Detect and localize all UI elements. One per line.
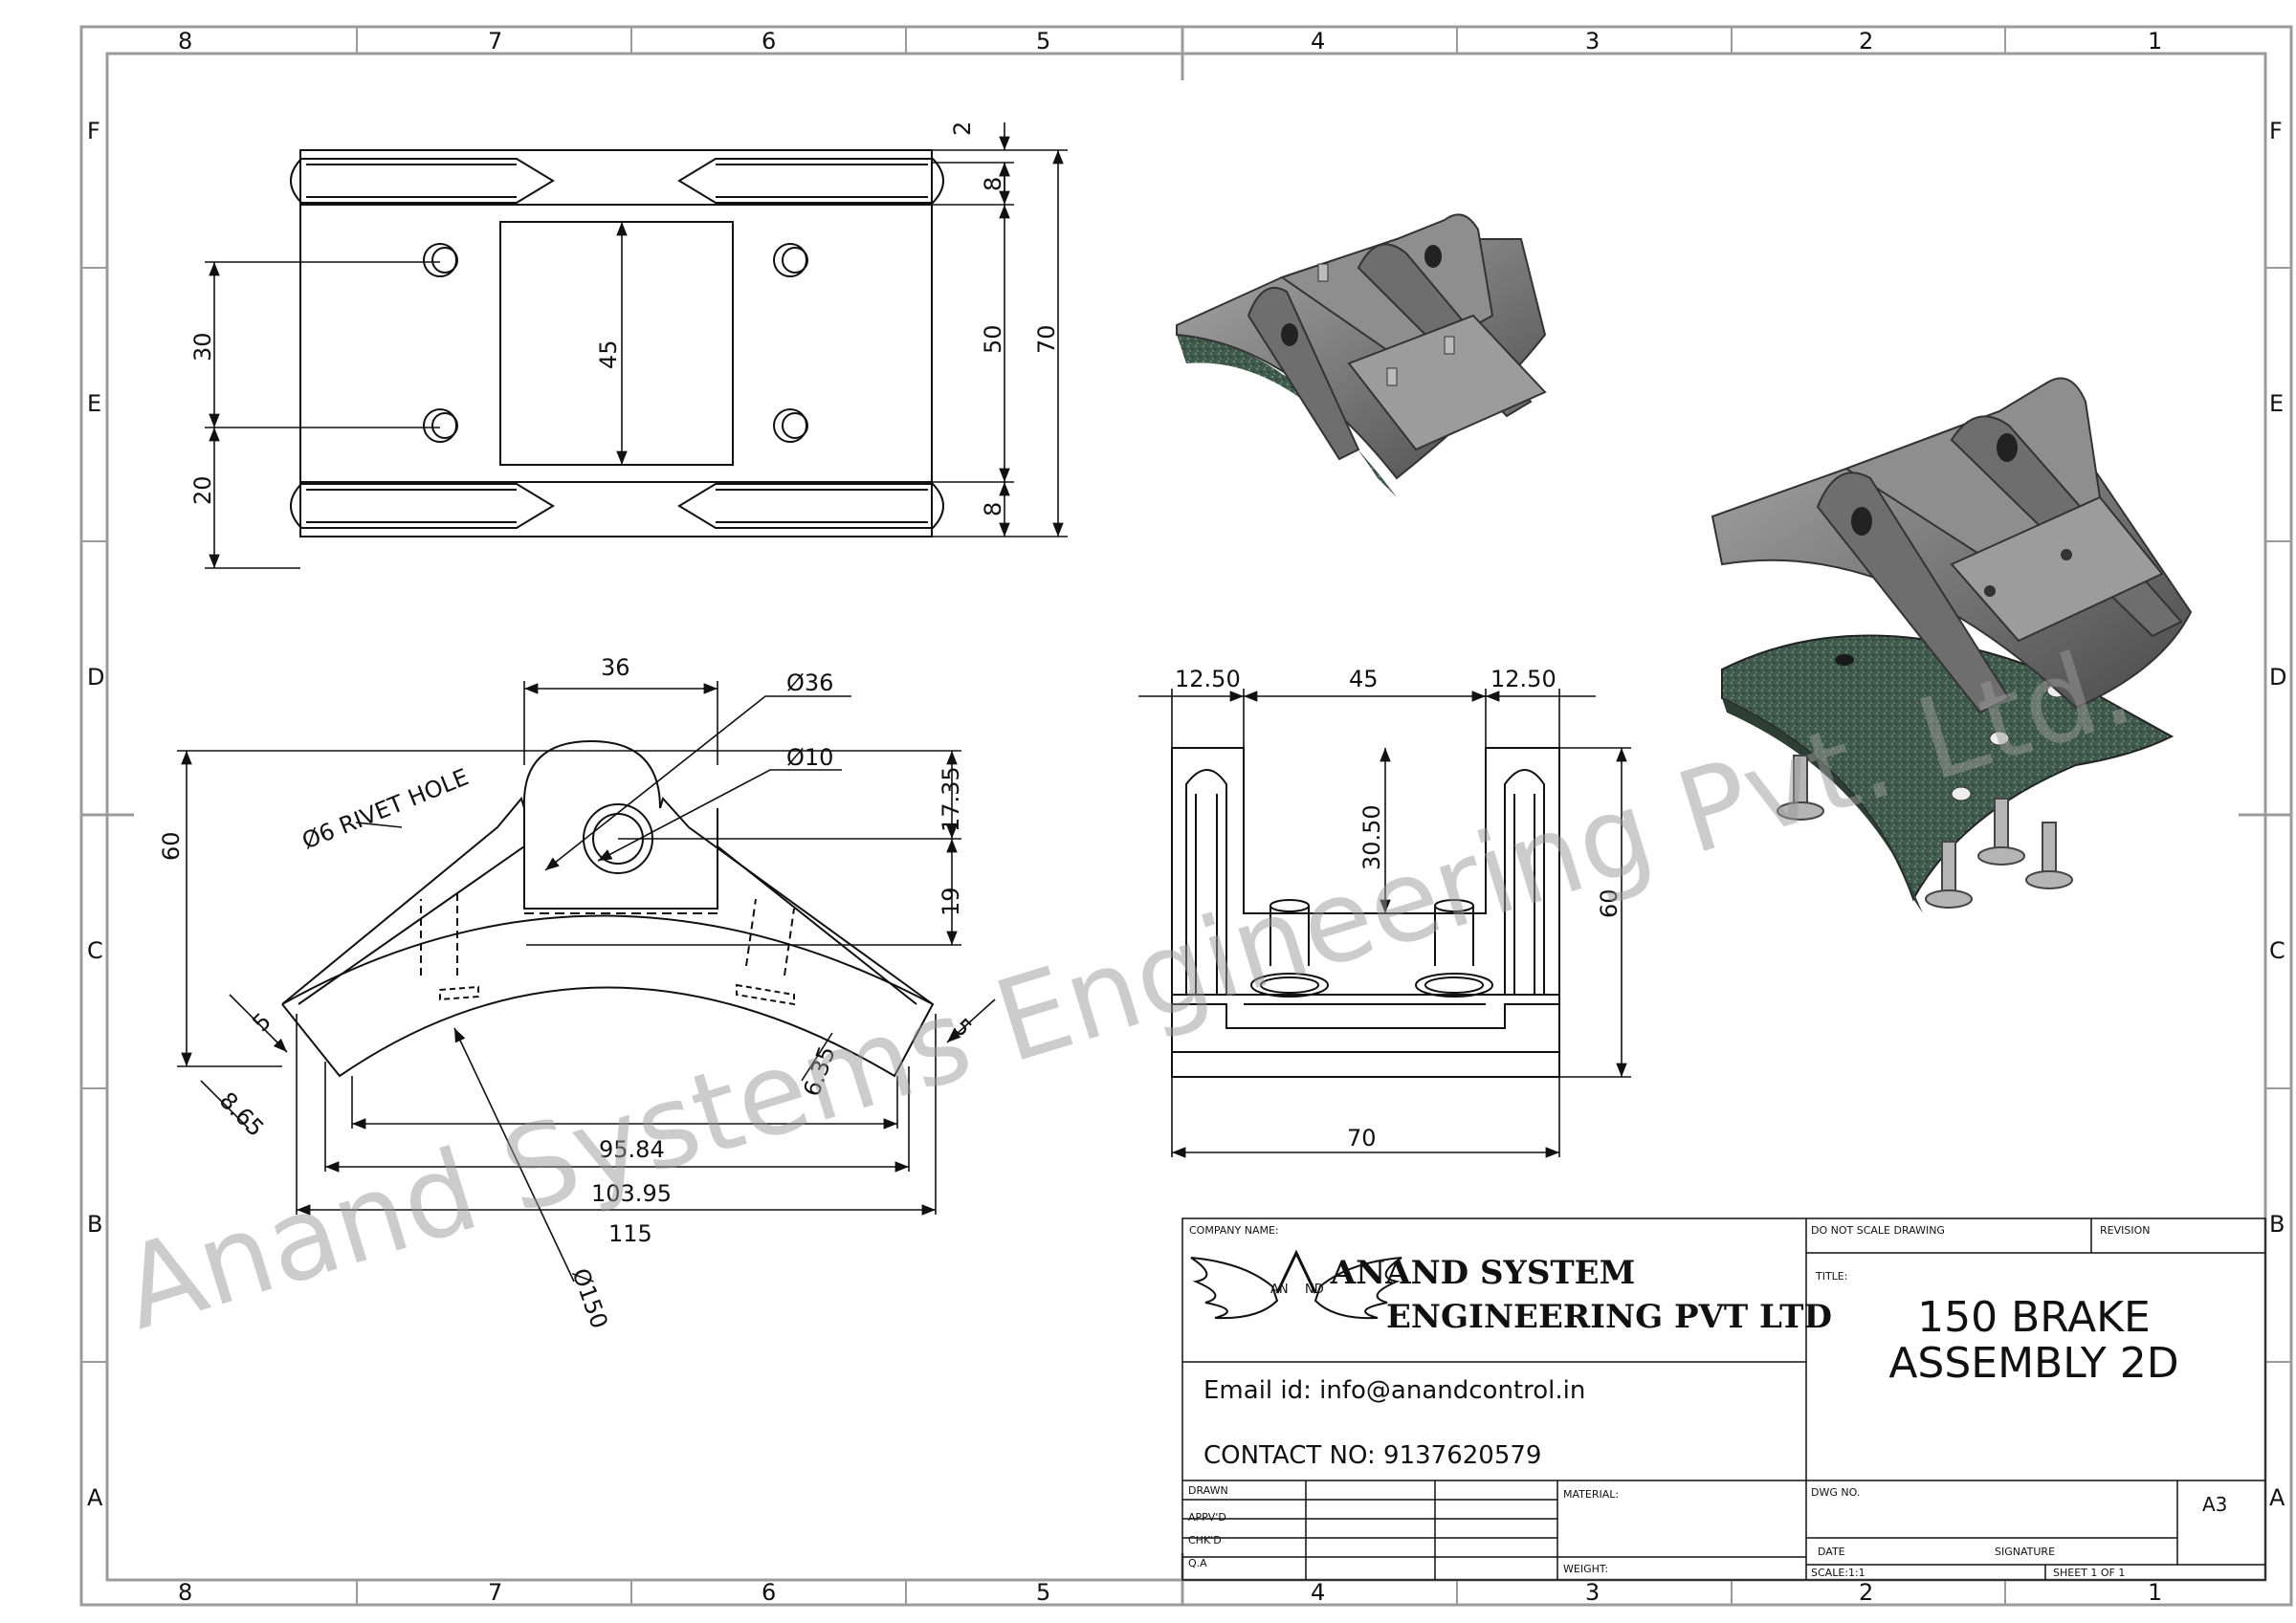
dim-12-50-left: 12.50 (1175, 666, 1241, 692)
front-view (281, 739, 935, 1078)
rivets (1777, 755, 2073, 909)
drawn-label: DRAWN (1188, 1484, 1228, 1497)
logo-left-letters: AN (1270, 1283, 1289, 1297)
dim-30-50: 30.50 (1358, 804, 1385, 870)
logo-right-letters: ND (1305, 1283, 1324, 1297)
dim-20: 20 (189, 475, 216, 505)
zone-row-right: A (2269, 1484, 2285, 1511)
scale-label: SCALE:1:1 (1811, 1567, 1866, 1579)
side-view-dimensions (1138, 689, 1631, 1158)
dim-2: 2 (949, 121, 976, 136)
zone-col-top: 2 (1859, 28, 1873, 55)
appvd-label: APPV'D (1188, 1511, 1226, 1524)
company-line1: ANAND SYSTEM (1330, 1254, 1635, 1292)
qa-label: Q.A (1188, 1557, 1207, 1569)
zone-row-right: E (2269, 390, 2284, 417)
zone-labels: 8 7 6 5 4 3 2 1 8 7 6 5 4 3 2 1 F E D C … (87, 28, 2286, 1606)
isometric-assembled-view (1176, 213, 1547, 497)
chkd-label: CHK'D (1188, 1534, 1222, 1546)
zone-row-left: D (87, 664, 104, 691)
material-label: MATERIAL: (1563, 1488, 1619, 1501)
zone-row-left: A (87, 1484, 103, 1511)
zone-row-right: C (2269, 937, 2285, 964)
rivet-hole-note: Ø6 RIVET HOLE (298, 763, 473, 854)
zone-col-bottom: 6 (762, 1579, 776, 1606)
zone-row-left: F (87, 118, 100, 144)
dim-45-side: 45 (1349, 666, 1379, 692)
zone-col-bottom: 7 (488, 1579, 502, 1606)
zone-col-top: 6 (762, 28, 776, 55)
zone-row-right: D (2269, 664, 2286, 691)
dim-60: 60 (158, 831, 185, 861)
revision-label: REVISION (2100, 1224, 2150, 1237)
dim-17-35: 17.35 (938, 766, 964, 832)
dim-70: 70 (1033, 324, 1060, 354)
sheet-size: A3 (2202, 1493, 2227, 1516)
company-logo: AN ND (1190, 1249, 1402, 1320)
side-view-dimension-text: 12.50 45 12.50 30.50 60 70 (1175, 666, 1623, 1151)
zone-col-top: 8 (178, 28, 192, 55)
zone-col-bottom: 2 (1859, 1579, 1873, 1606)
dim-103-95: 103.95 (591, 1180, 672, 1207)
dim-5-left: 5 (247, 1008, 276, 1038)
dim-8-65: 8.65 (214, 1086, 270, 1142)
dim-70-side: 70 (1347, 1125, 1377, 1151)
zone-col-bottom: 8 (178, 1579, 192, 1606)
drawing-title-line1: 150 BRAKE (1917, 1293, 2151, 1342)
zone-col-top: 5 (1036, 28, 1050, 55)
dim-dia10: Ø10 (786, 744, 833, 771)
date-label: DATE (1818, 1546, 1845, 1558)
company-name-label: COMPANY NAME: (1189, 1224, 1279, 1237)
zone-col-bottom: 5 (1036, 1579, 1050, 1606)
dim-8-bottom: 8 (980, 502, 1006, 516)
zone-col-top: 3 (1585, 28, 1600, 55)
title-block-text: COMPANY NAME: ANAND SYSTEM ENGINEERING P… (1188, 1224, 2227, 1579)
drawing-title-line2: ASSEMBLY 2D (1888, 1339, 2178, 1388)
signature-label: SIGNATURE (1995, 1546, 2055, 1558)
zone-col-bottom: 1 (2148, 1579, 2162, 1606)
dim-36: 36 (601, 654, 630, 681)
dim-95-84: 95.84 (599, 1136, 665, 1163)
email: Email id: info@anandcontrol.in (1203, 1376, 1585, 1405)
watermark: Anand Systems Engineering Pvt. Ltd. (108, 618, 2147, 1355)
dim-8-top: 8 (980, 177, 1006, 191)
dim-dia36: Ø36 (786, 669, 833, 696)
contact-number: CONTACT NO: 9137620579 (1203, 1441, 1541, 1470)
zone-row-left: C (87, 937, 103, 964)
dim-60-side: 60 (1596, 888, 1623, 918)
dim-12-50-right: 12.50 (1490, 666, 1556, 692)
dim-50: 50 (980, 324, 1006, 354)
title-label: TITLE: (1815, 1270, 1847, 1283)
front-view-dimensions (177, 681, 996, 1283)
zone-row-right: B (2269, 1211, 2285, 1238)
title-block (1181, 1217, 2266, 1581)
side-view (1171, 747, 1560, 1078)
zone-col-bottom: 4 (1311, 1579, 1325, 1606)
dim-30: 30 (189, 332, 216, 362)
zone-row-right: F (2269, 118, 2283, 144)
isometric-exploded-view (1711, 377, 2193, 913)
company-line2: ENGINEERING PVT LTD (1386, 1298, 1832, 1336)
zone-row-left: B (87, 1211, 102, 1238)
do-not-scale: DO NOT SCALE DRAWING (1811, 1224, 1945, 1237)
dim-115: 115 (608, 1220, 652, 1247)
top-view-dimensions (205, 122, 1068, 569)
zone-col-bottom: 3 (1585, 1579, 1600, 1606)
weight-label: WEIGHT: (1563, 1563, 1608, 1575)
dim-19: 19 (938, 887, 964, 916)
zone-col-top: 7 (488, 28, 502, 55)
zone-row-left: E (87, 390, 101, 417)
dim-dia150: Ø150 (566, 1264, 612, 1331)
zone-col-top: 1 (2148, 28, 2162, 55)
dim-45: 45 (595, 340, 622, 369)
top-view-dimension-text: 2 8 50 70 8 30 20 45 (189, 121, 1060, 516)
dwg-no-label: DWG NO. (1811, 1486, 1860, 1499)
zone-col-top: 4 (1311, 28, 1325, 55)
sheet-label: SHEET 1 OF 1 (2053, 1567, 2125, 1579)
